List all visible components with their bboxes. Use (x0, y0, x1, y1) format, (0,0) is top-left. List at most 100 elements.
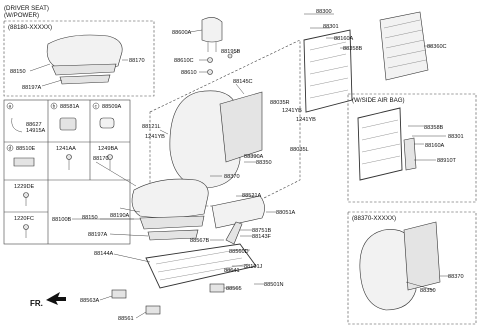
cap-icon (99, 117, 115, 129)
cover-88563a-shape (111, 289, 127, 299)
legend-row2-mid: 1241AA (56, 146, 76, 152)
seat-cushion-pad-shape (139, 215, 205, 230)
label-88910t: 88910T (437, 158, 457, 164)
label-88358b-top: 88358B (343, 46, 363, 52)
seat-cushion-cover-shape (131, 178, 209, 218)
label-88600a: 88600A (172, 30, 192, 36)
legend-letter-a: a (9, 104, 12, 109)
seatback-pad-shape (219, 91, 263, 163)
label-88150-bot: 88150 (82, 215, 98, 221)
header-wipower: (W/POWER) (4, 12, 39, 19)
label-88051a: 88051A (276, 210, 296, 216)
header-wside-airbag: (W/SIDE AIR BAG) (352, 97, 405, 104)
front-direction-label: FR. (30, 299, 43, 308)
label-88751b: 88751B (252, 228, 272, 234)
legend-table: a b 88581A c 88509A 88627 14915A d 88510… (3, 99, 131, 245)
airbag-frame-shape (357, 107, 403, 181)
label-1241yb-b: 1241YB (282, 108, 302, 114)
label-88145c: 88145C (233, 79, 253, 85)
label-88501n: 88501N (264, 282, 284, 288)
top-variant-group: (DRIVER SEAT) (W/POWER) (88180-XXXXX) 88… (3, 5, 155, 97)
headrest-group: 88600A 88610C 88610 88195B (172, 17, 241, 76)
label-88300: 88300 (316, 9, 332, 15)
side-shield-shape (211, 195, 265, 229)
harness-icon (13, 157, 35, 167)
seatback-group: 88145C 88121L 1241YB 88390A 88350 88370 … (142, 79, 316, 189)
side-airbag-box (347, 93, 477, 203)
header-variant-bottom: (88370-XXXXX) (352, 215, 396, 222)
label-1241yb-c: 1241YB (296, 117, 316, 123)
label-88641: 88641 (224, 268, 240, 274)
label-88195b: 88195B (221, 49, 241, 55)
guide-icon (207, 57, 213, 63)
label-88358b-side: 88358B (424, 125, 444, 131)
back-frame-group: 88300 88301 88160A 88358B 88360C (303, 9, 447, 113)
top-variant-box (3, 20, 155, 97)
label-88301-side: 88301 (448, 134, 464, 140)
top-cushion-mat-shape (59, 74, 111, 85)
header-variant-top: (88180-XXXXX) (8, 24, 52, 31)
label-88610: 88610 (181, 70, 197, 76)
label-88350-mid: 88350 (256, 160, 272, 166)
legend-sub-14915a: 14915A (26, 128, 46, 134)
legend-row4: 1220FC (14, 216, 34, 222)
label-88150-top: 88150 (10, 69, 26, 75)
legend-letter-c: c (95, 104, 98, 109)
label-88191j: 88191J (244, 264, 263, 270)
seat-track-frame-shape (145, 243, 257, 289)
top-cushion-pad-shape (51, 63, 117, 76)
track-group: 88521A 88051A 88751B 88143F 88567B 88560… (80, 193, 296, 322)
top-cushion-cover-shape (46, 34, 123, 70)
legend-part-b: 88581A (60, 104, 80, 110)
label-88565: 88565 (226, 286, 242, 292)
label-88143f: 88143F (252, 234, 272, 240)
label-88560d: 88560D (229, 249, 249, 255)
label-88144a: 88144A (94, 251, 114, 257)
legend-sub-88627: 88627 (26, 122, 42, 128)
seat-cushion-group: 88170 88100B 88150 88190A 88197A (52, 156, 209, 241)
legend-border (3, 99, 131, 245)
headrest-shape (201, 17, 223, 43)
label-88610c: 88610C (174, 58, 194, 64)
label-88563a: 88563A (80, 298, 100, 304)
back-panel-shape (379, 11, 429, 81)
label-88301-top: 88301 (323, 24, 339, 30)
guide-lock-icon (207, 69, 213, 75)
seat-cushion-mat-shape (147, 229, 199, 241)
motor-connector-icon (59, 117, 77, 131)
label-88561: 88561 (118, 316, 134, 322)
legend-letter-b: b (53, 104, 56, 109)
label-88035l: 88035L (290, 147, 309, 153)
label-88360c: 88360C (427, 44, 447, 50)
legend-part-d: 88510E (16, 146, 36, 152)
motor-88565-shape (209, 283, 225, 293)
bottom-variant-group: (88370-XXXXX) 88350 88370 (347, 211, 477, 325)
wire-clip-icon (11, 117, 23, 133)
label-88370-bot: 88370 (448, 274, 464, 280)
front-direction-group: FR. (30, 292, 66, 308)
label-88170-top: 88170 (129, 58, 145, 64)
label-88567b: 88567B (190, 238, 210, 244)
label-88197a-top: 88197A (22, 85, 42, 91)
legend-row3: 1229DE (14, 184, 34, 190)
legend-row2-right: 1249BA (98, 146, 118, 152)
label-88370-mid: 88370 (224, 174, 240, 180)
cable-shape (225, 221, 243, 245)
label-88350-bot: 88350 (420, 288, 436, 294)
variant-back-pad-shape (403, 221, 441, 291)
label-1241yb-a: 1241YB (145, 134, 165, 140)
label-88197a-bot: 88197A (88, 232, 108, 238)
back-frame-shape (303, 29, 353, 113)
label-88160a-side: 88160A (425, 143, 445, 149)
header-driver-seat: (DRIVER SEAT) (4, 5, 49, 12)
label-88121l: 88121L (142, 124, 161, 130)
side-airbag-group: (W/SIDE AIR BAG) 88358B 88301 88160A 889… (347, 93, 477, 203)
front-arrow-icon (46, 292, 66, 305)
label-88190a: 88190A (110, 213, 130, 219)
label-88521a: 88521A (242, 193, 262, 199)
cover-88561-shape (145, 305, 161, 315)
airbag-module-shape (403, 137, 417, 171)
label-88170-bot: 88170 (93, 156, 109, 162)
headrest-guide-icon (227, 53, 233, 59)
